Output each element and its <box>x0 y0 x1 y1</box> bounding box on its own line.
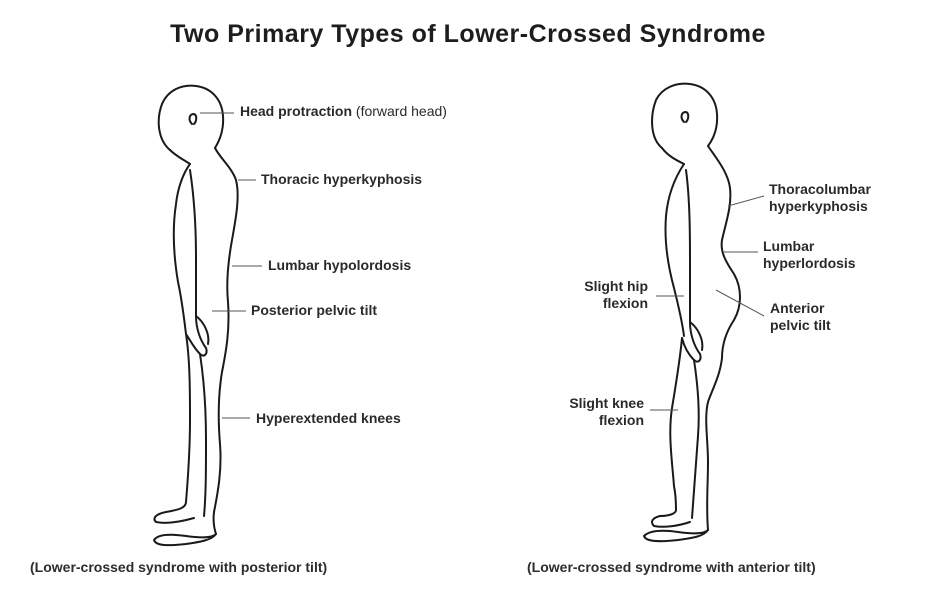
left-front-outline <box>172 163 191 335</box>
right-leg-front <box>669 337 683 511</box>
label-pelvic-line1: Anterior <box>770 300 825 316</box>
caption-anterior-tilt: (Lower-crossed syndrome with anterior ti… <box>527 559 816 575</box>
label-hip-line2: flexion <box>602 295 648 311</box>
label-lumbar-line2: hyperlordosis <box>763 255 856 271</box>
label-hyperextended-knees: Hyperextended knees <box>256 410 401 426</box>
right-ear <box>680 111 690 123</box>
left-rear-foot <box>153 501 195 524</box>
right-head-outline <box>651 82 719 149</box>
label-anterior-pelvic-tilt: Anterior pelvic tilt <box>770 300 831 334</box>
right-inner-leg <box>691 359 700 519</box>
label-lumbar-hypolordosis: Lumbar hypolordosis <box>268 257 412 273</box>
left-leg-front <box>185 333 191 503</box>
left-arm <box>185 169 208 357</box>
label-knee-line2: flexion <box>598 412 644 428</box>
left-back-outline <box>212 147 239 535</box>
label-head-protraction-main: Head protraction <box>240 103 353 119</box>
right-arm <box>681 169 702 363</box>
right-front-outline <box>664 163 685 337</box>
label-slight-knee-flexion: Slight knee flexion <box>548 395 644 429</box>
label-head-protraction: Head protraction (forward head) <box>240 103 447 120</box>
left-ear <box>188 113 198 125</box>
right-rear-foot <box>651 509 691 528</box>
left-inner-leg <box>199 353 207 517</box>
anterior-tilt-figure <box>643 82 741 543</box>
left-neck-front <box>169 149 191 165</box>
label-pelvic-line2: pelvic tilt <box>770 317 831 333</box>
leader-anterior-pelvic-tilt <box>715 289 765 317</box>
label-thoracolumbar-hyperkyphosis: Thoracolumbar hyperkyphosis <box>769 181 871 215</box>
label-slight-hip-flexion: Slight hip flexion <box>560 278 648 312</box>
label-lumbar-line1: Lumbar <box>763 238 815 254</box>
label-thoracic-hyperkyphosis: Thoracic hyperkyphosis <box>261 171 423 187</box>
label-lumbar-hyperlordosis: Lumbar hyperlordosis <box>763 238 856 272</box>
right-hand-fingers <box>689 321 704 351</box>
posterior-tilt-figure <box>153 84 239 547</box>
label-hip-line1: Slight hip <box>584 278 648 294</box>
right-back-outline <box>705 145 741 531</box>
label-thoracolumbar-line1: Thoracolumbar <box>769 181 871 197</box>
right-neck-front <box>661 147 685 165</box>
label-thoracolumbar-line2: hyperkyphosis <box>769 198 868 214</box>
right-front-foot <box>643 529 709 543</box>
leader-thoracolumbar <box>727 195 765 207</box>
left-front-foot <box>153 533 217 547</box>
diagram-title: Two Primary Types of Lower-Crossed Syndr… <box>170 20 766 48</box>
left-hand-fingers <box>195 315 210 345</box>
caption-posterior-tilt: (Lower-crossed syndrome with posterior t… <box>30 559 328 575</box>
label-posterior-pelvic-tilt: Posterior pelvic tilt <box>251 302 378 318</box>
label-knee-line1: Slight knee <box>569 395 644 411</box>
label-head-protraction-note: (forward head) <box>355 103 447 119</box>
left-head-outline <box>157 84 225 151</box>
